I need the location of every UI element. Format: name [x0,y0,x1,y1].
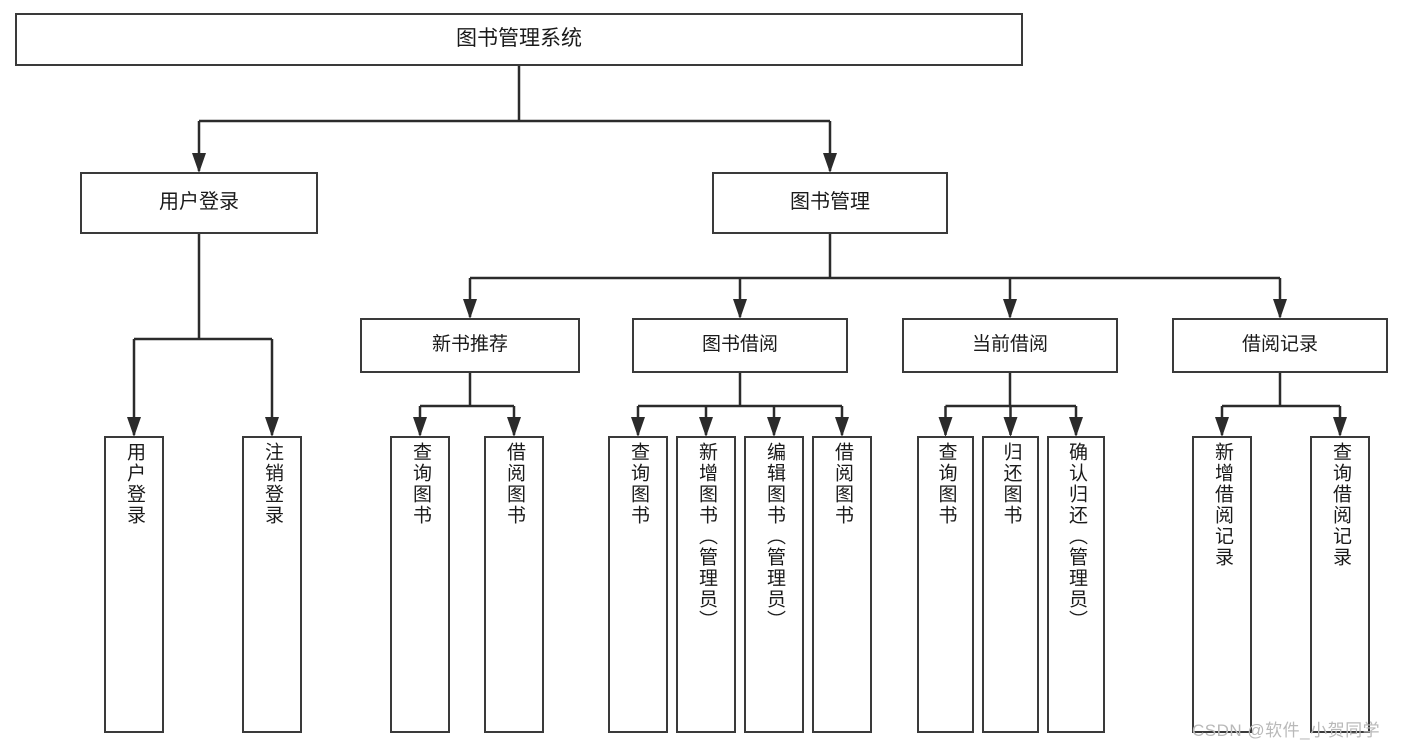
node-label: 查询借阅记录 [1329,442,1351,568]
node-leaf-borrow-book-1[interactable]: 借阅图书 [484,436,544,733]
arrowhead-icon [1215,417,1229,437]
arrowhead-icon [1333,417,1347,437]
arrowhead-icon [507,417,521,437]
node-book-borrow[interactable]: 图书借阅 [632,318,848,373]
node-leaf-query-book-3[interactable]: 查询图书 [917,436,974,733]
node-label: 借阅图书 [831,442,853,526]
arrowhead-icon [265,417,279,437]
node-label: 注销登录 [261,442,283,526]
node-label: 用户登录 [159,191,239,214]
node-label: 当前借阅 [971,334,1048,356]
node-leaf-query-record[interactable]: 查询借阅记录 [1310,436,1370,733]
node-leaf-add-record[interactable]: 新增借阅记录 [1192,436,1252,733]
node-root[interactable]: 图书管理系统 [15,13,1023,66]
node-label: 新增图书（管理员） [695,442,717,631]
node-leaf-return-book[interactable]: 归还图书 [982,436,1039,733]
arrowhead-icon [463,299,477,319]
node-label: 查询图书 [935,442,957,526]
node-label: 确认归还（管理员） [1065,442,1087,631]
node-new-book-rec[interactable]: 新书推荐 [360,318,580,373]
arrowhead-icon [938,417,953,437]
node-label: 借阅图书 [503,442,525,526]
arrowhead-icon [631,417,645,437]
node-leaf-borrow-book-2[interactable]: 借阅图书 [812,436,872,733]
node-label: 图书借阅 [701,334,778,356]
arrowhead-icon [127,417,141,437]
arrowhead-icon [1003,417,1018,437]
node-user-login[interactable]: 用户登录 [80,172,318,234]
node-label: 借阅记录 [1241,334,1318,356]
node-label: 查询图书 [627,442,649,526]
watermark: CSDN @软件_小贺同学 [1192,721,1381,740]
arrowhead-icon [192,153,206,173]
arrowhead-icon [1273,299,1287,319]
node-book-manage[interactable]: 图书管理 [712,172,948,234]
node-label: 用户登录 [123,442,145,526]
arrowhead-icon [413,417,427,437]
node-leaf-user-login[interactable]: 用户登录 [104,436,164,733]
arrowhead-icon [1069,417,1083,437]
node-leaf-query-book-2[interactable]: 查询图书 [608,436,668,733]
node-leaf-confirm-return[interactable]: 确认归还（管理员） [1047,436,1105,733]
node-label: 新书推荐 [431,334,508,356]
arrowhead-icon [767,417,781,437]
arrowhead-icon [823,153,837,173]
node-label: 新增借阅记录 [1211,442,1233,568]
node-label: 图书管理系统 [456,27,582,51]
node-current-borrow[interactable]: 当前借阅 [902,318,1118,373]
node-label: 查询图书 [409,442,431,526]
arrowhead-icon [699,417,713,437]
node-label: 归还图书 [1000,442,1022,526]
arrowhead-icon [835,417,849,437]
node-borrow-record[interactable]: 借阅记录 [1172,318,1388,373]
node-leaf-query-book-1[interactable]: 查询图书 [390,436,450,733]
arrowhead-icon [1003,299,1017,319]
node-label: 编辑图书（管理员） [763,442,785,631]
arrowhead-icon [733,299,747,319]
node-leaf-user-logout[interactable]: 注销登录 [242,436,302,733]
node-leaf-add-book[interactable]: 新增图书（管理员） [676,436,736,733]
node-label: 图书管理 [790,191,870,214]
node-leaf-edit-book[interactable]: 编辑图书（管理员） [744,436,804,733]
